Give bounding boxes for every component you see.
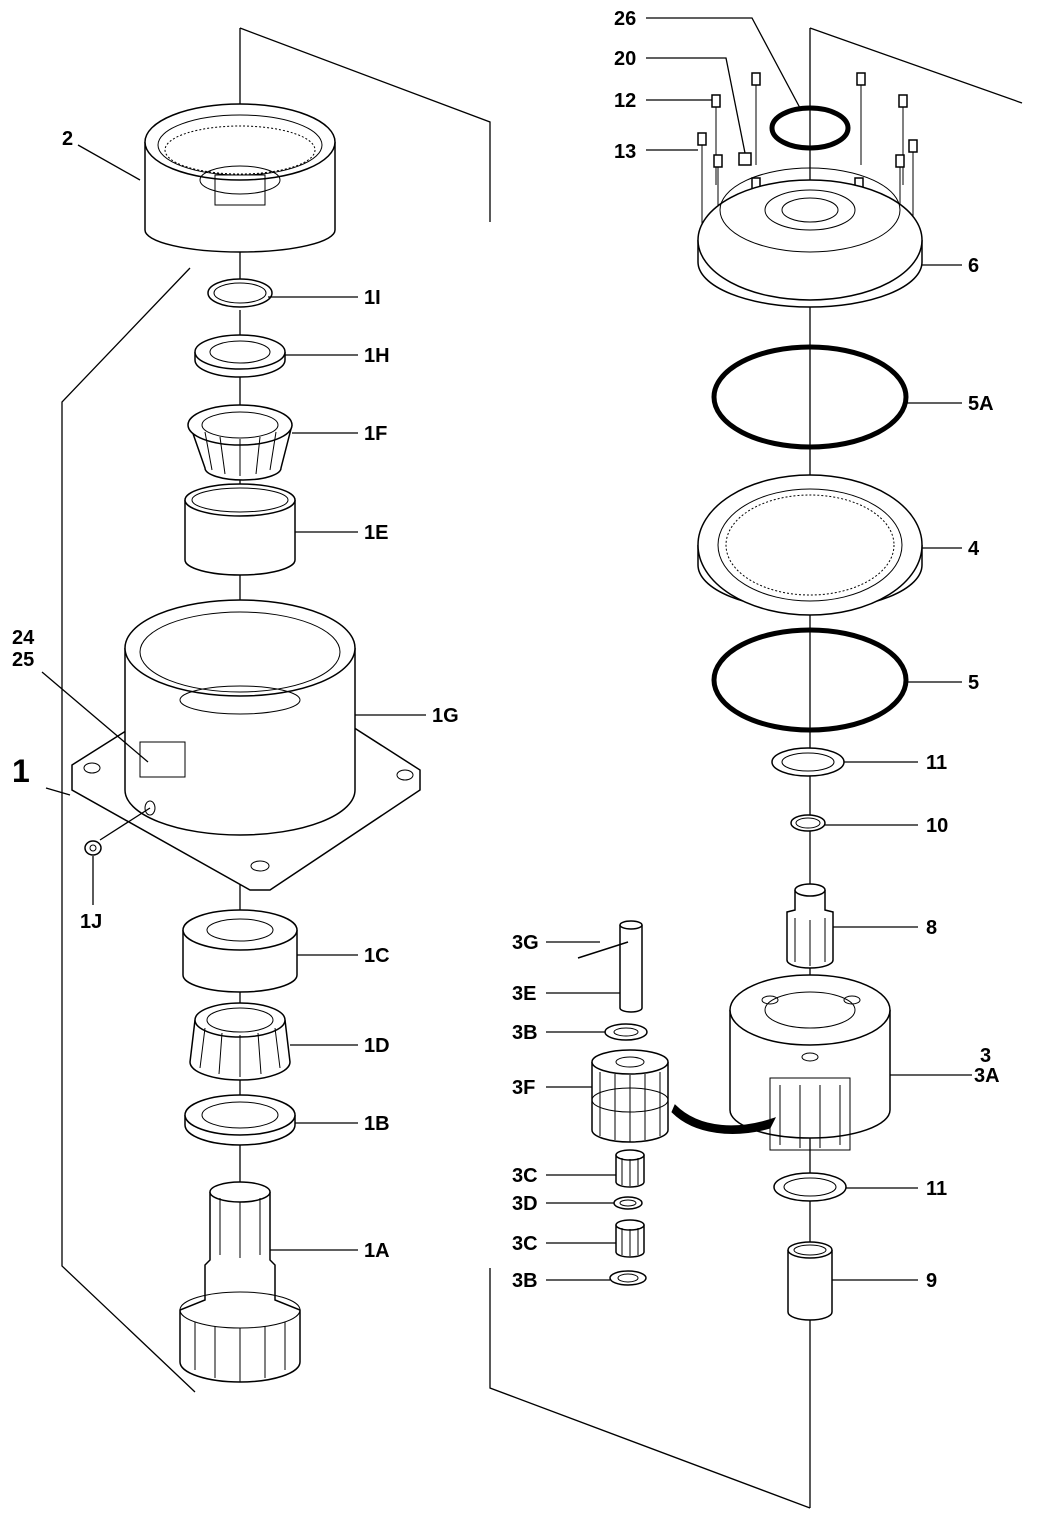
part-1c-spacer [182,909,298,993]
label-1f: 1F [364,423,387,445]
label-10: 10 [926,815,948,837]
right-frame [489,27,1023,1509]
leader-lines [41,17,972,1281]
part-1f-tapered-bearing [187,404,293,481]
label-3f: 3F [512,1077,535,1099]
label-11-lower: 11 [926,1178,947,1200]
part-5-o-ring [711,627,909,733]
part-labels: 26 20 12 13 6 5A 4 5 11 10 8 3 3A 11 9 3… [12,8,1000,1292]
part-9-bushing [787,1241,833,1321]
label-3b-lower: 3B [512,1270,538,1292]
label-13: 13 [614,141,636,163]
part-1b-washer [184,1094,296,1146]
part-3f-planet-gear [591,1049,669,1143]
label-3d: 3D [512,1193,538,1215]
part-1a-shaft-gear [179,1181,301,1383]
part-11-thrust-washer-lower [773,1172,847,1202]
label-8: 8 [926,917,937,939]
label-1g: 1G [432,705,459,727]
label-24: 24 [12,627,35,649]
label-5: 5 [968,672,979,694]
part-11-thrust-washer-upper [771,747,845,777]
part-20-plug [738,152,752,166]
part-3g-roll-pin [577,941,629,959]
label-3c-lower: 3C [512,1233,538,1255]
label-11-upper: 11 [926,752,947,774]
part-1h-washer [194,334,286,378]
label-1: 1 [12,753,30,789]
label-3a: 3A [974,1065,1000,1087]
part-1d-tapered-bearing [189,1002,291,1081]
bolt [751,72,761,165]
label-3c-upper: 3C [512,1165,538,1187]
label-1c: 1C [364,945,390,967]
label-1b: 1B [364,1113,390,1135]
part-3-planet-carrier [729,974,891,1151]
part-1g-housing [71,599,421,891]
part-4-internal-ring-gear [697,474,923,616]
label-3: 3 [980,1045,991,1067]
label-26: 26 [614,8,636,30]
part-1e-bearing-cup [184,483,296,576]
part-3c-needle-bearing-lower [615,1219,645,1258]
label-3b-upper: 3B [512,1022,538,1044]
label-1e: 1E [364,522,388,544]
part-5a-o-ring [711,344,909,450]
part-1j-plug [84,840,102,856]
label-9: 9 [926,1270,937,1292]
label-2: 2 [62,128,73,150]
label-5a: 5A [968,393,994,415]
left-frame [61,27,491,1393]
label-12: 12 [614,90,636,112]
bolt [898,94,908,185]
label-1i: 1I [364,287,381,309]
label-6: 6 [968,255,979,277]
part-8-sun-gear [786,883,834,969]
label-20: 20 [614,48,636,70]
label-1d: 1D [364,1035,390,1057]
label-1a: 1A [364,1240,390,1262]
label-3e: 3E [512,983,536,1005]
part-2-ring-gear [144,103,336,253]
part-26-o-ring [769,105,851,151]
part-6-cover [697,167,923,308]
part-3c-needle-bearing-upper [615,1149,645,1188]
part-1i-snap-ring [207,278,273,308]
part-3b-washer-upper [604,1023,648,1041]
bolt [711,94,721,185]
bolt [856,72,866,165]
part-3d-spacer [613,1196,643,1210]
label-3g: 3G [512,932,539,954]
label-25: 25 [12,649,34,671]
part-3b-washer-lower [609,1270,647,1286]
bolt [697,132,707,235]
part-3e-pin [619,920,643,1013]
assembly-arrow [671,1104,776,1134]
label-1h: 1H [364,345,390,367]
label-4: 4 [968,538,980,560]
label-1j: 1J [80,911,102,933]
part-10-snap-ring [790,814,826,832]
